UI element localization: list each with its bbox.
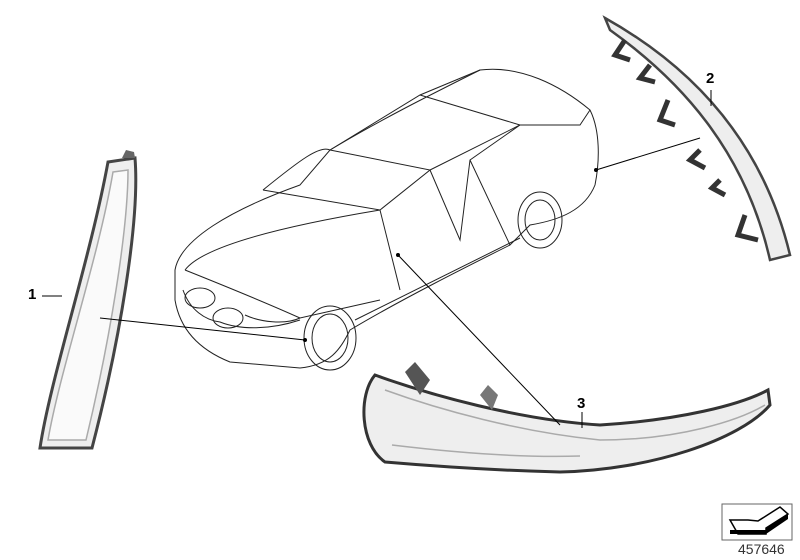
car-illustration — [174, 68, 599, 371]
arrow-down-left-icon — [721, 503, 793, 541]
diagram-number: 457646 — [738, 541, 785, 557]
callout-3[interactable]: 3 — [577, 395, 586, 412]
leader-lines — [42, 90, 712, 428]
callout-1[interactable]: 1 — [28, 286, 37, 303]
callout-2[interactable]: 2 — [706, 70, 715, 87]
part-1-side-marker — [38, 150, 138, 450]
part-2-rear-light — [602, 15, 792, 262]
part-3-mirror-indicator — [362, 362, 772, 474]
